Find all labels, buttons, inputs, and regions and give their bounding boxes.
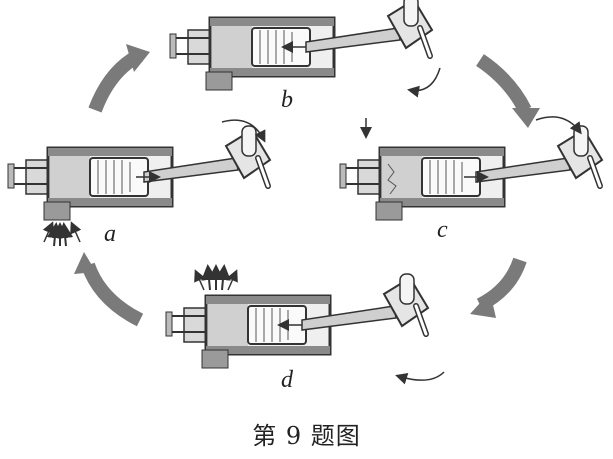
exhaust-arrows-icon <box>194 264 238 291</box>
figure-caption: 第 9 题图 <box>252 422 361 450</box>
stroke-label-c: c <box>437 217 448 243</box>
engine-d <box>166 264 445 385</box>
cycle-arrow-b-to-c <box>476 54 532 114</box>
engine-a <box>8 119 270 247</box>
cycle-arrowhead-b-to-c <box>512 108 540 128</box>
intake-arrows-icon <box>42 221 82 247</box>
engine-b <box>170 0 441 98</box>
stroke-label-b: b <box>281 87 293 113</box>
cycle-arrow-d-to-a <box>81 262 144 327</box>
cycle-arrowhead-c-to-d <box>470 292 496 318</box>
engine-c <box>340 116 602 220</box>
stroke-label-a: a <box>104 221 116 247</box>
stroke-label-d: d <box>281 367 293 393</box>
cycle-arrowhead-d-to-a <box>74 252 96 274</box>
cycle-arrowhead-a-to-b <box>126 44 150 72</box>
